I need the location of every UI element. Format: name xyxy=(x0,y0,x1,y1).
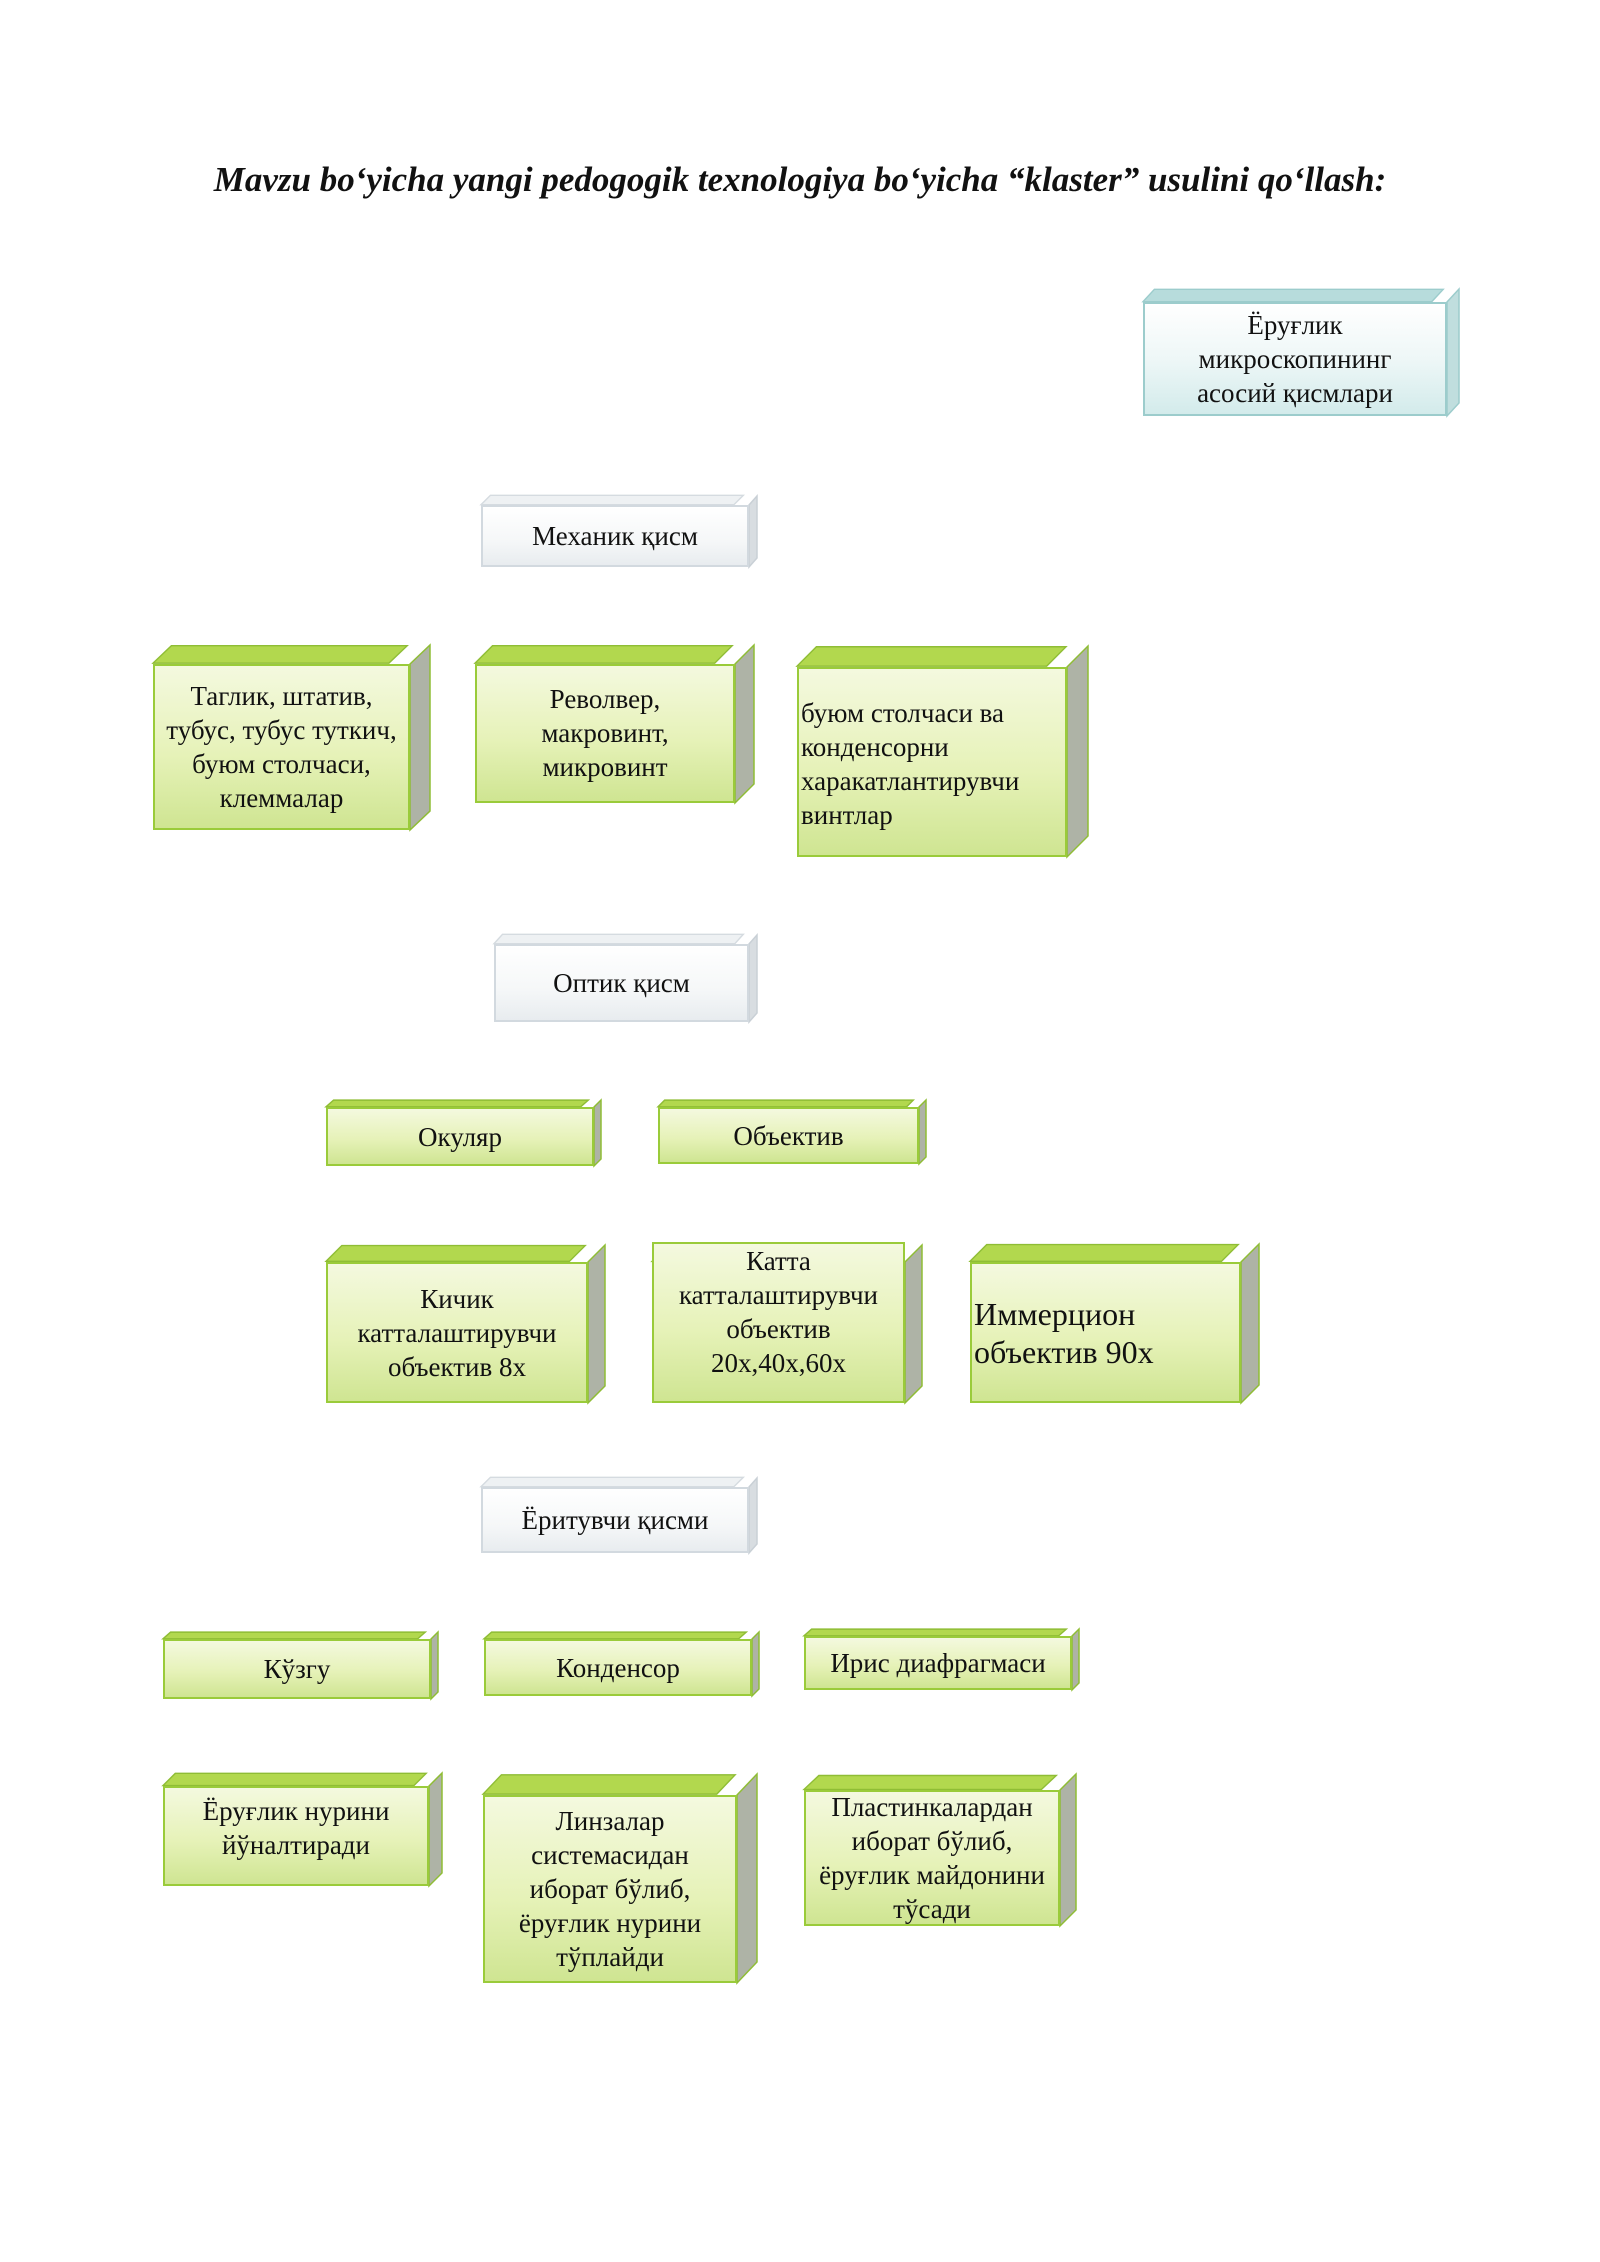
illumination-desc-condenser: Линзалар системасидан иборат бўлиб, ёруғ… xyxy=(481,1772,758,1985)
mechanical-item-2: Револвер, макровинт, микровинт xyxy=(473,643,755,805)
mechanical-item-3: буюм столчаси ва конденсорни харакатлант… xyxy=(795,644,1089,859)
illumination-part-condenser-label: Конденсор xyxy=(556,1652,680,1683)
root-node-label: Ёруғлик микроскопининг асосий қисмлари xyxy=(1197,310,1393,408)
objective-high-mag: Катта катталаштирувчи объектив 20х,40х,6… xyxy=(650,1242,923,1405)
root-node-box: Ёруғлик микроскопининг асосий қисмлари xyxy=(1141,287,1460,418)
illumination-part-iris: Ирис диафрагмаси xyxy=(802,1627,1080,1692)
mechanical-item-3-label: буюм столчаси ва конденсорни харакатлант… xyxy=(801,698,1020,830)
illumination-header-label: Ёритувчи қисми xyxy=(521,1505,709,1535)
objective-immersion: Иммерцион объектив 90х xyxy=(968,1242,1260,1405)
optical-header-box: Оптик қисм xyxy=(492,933,758,1024)
objective-immersion-label: Иммерцион объектив 90х xyxy=(974,1295,1154,1370)
optical-part-eyepiece-label: Окуляр xyxy=(418,1121,502,1152)
illumination-desc-condenser-label: Линзалар системасидан иборат бўлиб, ёруғ… xyxy=(518,1806,702,1972)
page-title: Mavzu bo‘yicha yangi pedogogik texnologi… xyxy=(213,160,1387,199)
objective-low-mag-label: Кичик катталаштирувчи объектив 8х xyxy=(357,1283,557,1382)
illumination-desc-iris-label: Пластинкалардан иборат бўлиб, ёруғлик ма… xyxy=(819,1792,1045,1924)
mechanical-header-label: Механик қисм xyxy=(532,521,698,551)
optical-header-label: Оптик қисм xyxy=(553,968,690,998)
illumination-part-condenser: Конденсор xyxy=(482,1630,760,1698)
optical-part-objective: Объектив xyxy=(656,1098,927,1166)
illumination-desc-mirror-label: Ёруғлик нурини йўналтиради xyxy=(202,1796,390,1860)
illumination-part-mirror-label: Кўзгу xyxy=(263,1654,331,1684)
illumination-desc-mirror: Ёруғлик нурини йўналтиради xyxy=(161,1771,443,1888)
illumination-part-mirror: Кўзгу xyxy=(161,1630,439,1701)
objective-high-mag-label: Катта катталаштирувчи объектив 20х,40х,6… xyxy=(678,1246,879,1378)
mechanical-item-1: Таглик, штатив, тубус, тубус туткич, бую… xyxy=(151,643,431,832)
mechanical-item-2-label: Револвер, макровинт, микровинт xyxy=(541,684,669,782)
illumination-desc-iris: Пластинкалардан иборат бўлиб, ёруғлик ма… xyxy=(802,1772,1077,1928)
mechanical-header-box: Механик қисм xyxy=(479,494,758,569)
objective-low-mag: Кичик катталаштирувчи объектив 8х xyxy=(324,1243,606,1405)
illumination-part-iris-label: Ирис диафрагмаси xyxy=(830,1648,1046,1678)
optical-part-eyepiece: Окуляр xyxy=(324,1098,602,1168)
mechanical-item-1-label: Таглик, штатив, тубус, тубус туткич, бую… xyxy=(166,681,397,813)
illumination-header-box: Ёритувчи қисми xyxy=(479,1476,758,1555)
optical-part-objective-label: Объектив xyxy=(733,1120,844,1151)
